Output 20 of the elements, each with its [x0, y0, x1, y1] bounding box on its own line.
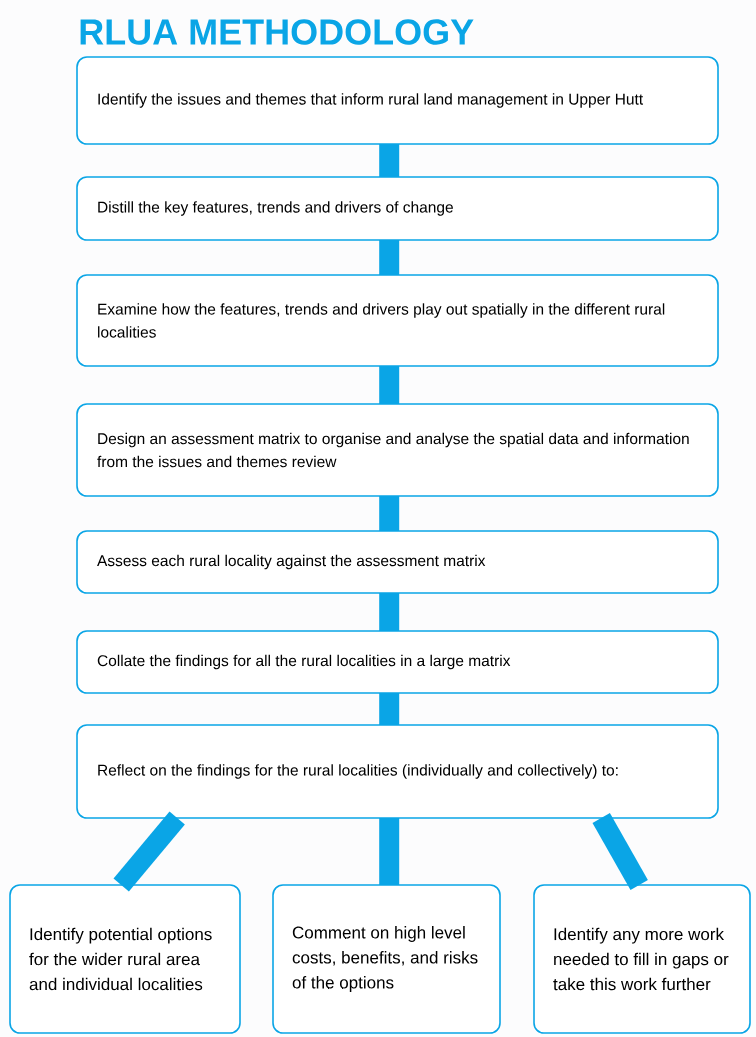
title: RLUA METHODOLOGY	[80, 19, 474, 45]
step-box: Examine how the features, trends and drivers play out spatially in the different rural localities	[76, 274, 719, 367]
step-box: Assess each rural locality against the assessment matrix	[76, 530, 719, 594]
step-box: Distill the key features, trends and drivers of change	[76, 176, 719, 241]
step-box: Identify the issues and themes that inform rural land management in Upper Hutt	[76, 56, 719, 145]
connector	[379, 693, 400, 725]
step-box: Reflect on the findings for the rural localities (individually and collectively) to:	[76, 724, 719, 819]
step-box: Identify any more work needed to fill in gaps or take this work further	[533, 884, 751, 1034]
connector	[379, 240, 400, 275]
step-box: Identify potential options for the wider rural area and individual localities	[9, 884, 241, 1034]
connector	[592, 813, 648, 890]
step-box: Comment on high level costs, benefits, and risks of the options	[272, 884, 501, 1034]
step-box: Design an assessment matrix to organise and analyse the spatial data and information from the issues and themes review	[76, 403, 719, 497]
connector	[379, 593, 400, 631]
connector	[379, 818, 400, 885]
connector	[113, 811, 185, 892]
step-box: Collate the findings for all the rural localities in a large matrix	[76, 630, 719, 694]
connector	[379, 496, 400, 531]
connector	[379, 366, 400, 404]
connector	[379, 144, 400, 177]
